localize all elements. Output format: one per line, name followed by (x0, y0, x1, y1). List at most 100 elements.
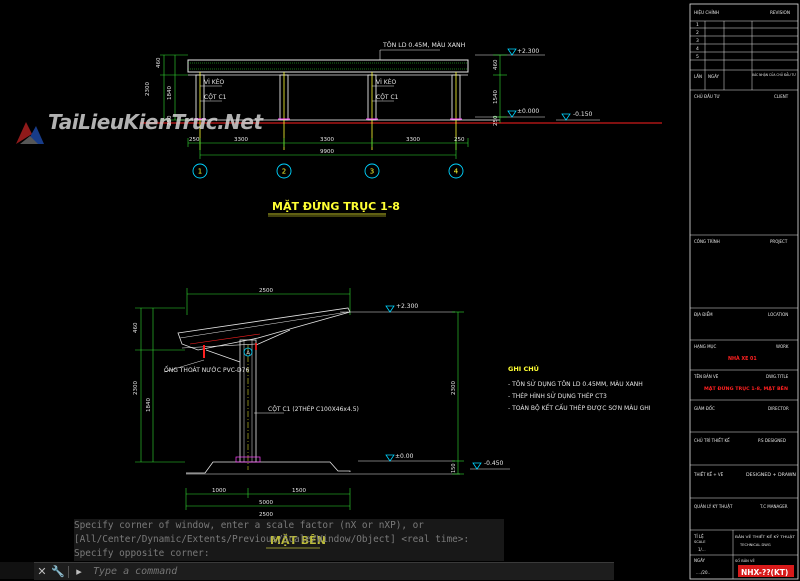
ground-profile (186, 461, 351, 474)
tb-sheet-code: NHX-??(KT) (741, 568, 788, 577)
tb-sheet-code-bg (738, 565, 794, 577)
close-icon[interactable]: ✕ (37, 565, 47, 578)
svg-text:-0.450: -0.450 (484, 460, 504, 467)
dim-460-right: 460 (493, 59, 499, 70)
command-bar-left-edge (0, 562, 34, 579)
tb-owner: CHỦ ĐẦU TƯ (694, 94, 720, 99)
drain-pipe-label: ỐNG THOÁT NƯỚC PVC-D76 (164, 366, 249, 374)
svg-text:+2.300: +2.300 (396, 303, 418, 310)
tb-date-value: ..../20.. (696, 570, 710, 575)
dim-250-start: 250 (189, 137, 200, 143)
tb-lan: LẦN (694, 74, 702, 79)
tb-rev-5: 5 (696, 54, 699, 60)
axis-bubble-2: 2 (276, 163, 292, 179)
tb-header-left: HIỆU CHỈNH (694, 10, 719, 15)
svg-text:A: A (246, 351, 250, 357)
tb-location: ĐỊA ĐIỂM (694, 312, 713, 317)
notes-title: GHI CHÚ (508, 364, 539, 373)
dim-1840-left: 1840 (167, 86, 173, 100)
elevation-title: MẶT ĐỨNG TRỤC 1-8 (272, 199, 400, 213)
general-notes: GHI CHÚ - TÔN SỬ DỤNG TÔN LD 0.45MM, MÀU… (508, 364, 651, 412)
svg-text:+2.300: +2.300 (517, 48, 539, 55)
roof-note: TÔN LD 0.45M, MÀU XANH (382, 40, 466, 49)
tb-tech: BẢN VẼ THIẾT KẾ KỸ THUẬT (735, 533, 796, 539)
command-input[interactable] (91, 565, 614, 578)
tb-tech-en: TECHNICAL DWG (739, 543, 771, 547)
side-dim-2300-right: 2300 (451, 381, 457, 395)
dim-1540-right: 1540 (493, 90, 499, 104)
tb-item-value: NHÀ XE 01 (728, 355, 757, 362)
tb-drawn-en: DESIGNED + DRAWN (746, 472, 796, 477)
side-column (205, 329, 291, 470)
command-line: ✕ 🔧 ▸ (34, 562, 614, 580)
side-level-ground: -0.450 (470, 460, 510, 470)
dim-9900: 9900 (320, 149, 334, 155)
tb-rev-3: 3 (696, 38, 699, 44)
tb-item-en: WORK (776, 344, 789, 349)
customize-wrench-icon[interactable]: 🔧 (51, 565, 65, 578)
truss-label-2: VÌ KÈO (376, 78, 397, 86)
recent-commands-icon[interactable]: ▸ (76, 565, 82, 578)
svg-text:2: 2 (282, 168, 286, 176)
tb-drawing-value: MẶT ĐỨNG TRỤC 1-8, MẶT BÊN (704, 386, 789, 391)
side-dim-2500-top: 2500 (259, 288, 273, 294)
tb-ngay: NGÀY (708, 74, 720, 79)
level-marker-top: +2.300 (475, 48, 545, 56)
side-level-top: +2.300 (340, 303, 455, 313)
watermark-logo-icon (16, 122, 44, 144)
note-line-3: - TOÀN BỘ KẾT CẤU THÉP ĐƯỢC SƠN MÀU GHI (508, 404, 651, 412)
axis-bubble-4: 4 (448, 163, 464, 179)
side-roof (177, 307, 351, 351)
side-title: MẶT BÊN (270, 533, 326, 547)
svg-text:1: 1 (198, 168, 202, 176)
tb-project-en: PROJECT (770, 239, 788, 244)
tb-location-en: LOCATION (768, 312, 788, 317)
tb-drawing: TÊN BẢN VẼ (693, 374, 719, 379)
column-label-2: CỘT C1 (376, 94, 399, 101)
tb-director: GIÁM ĐỐC (694, 406, 715, 411)
watermark-text: TaiLieuKienTruc.Net (48, 110, 263, 134)
note-line-2: - THÉP HÌNH SỬ DỤNG THÉP CT3 (508, 392, 607, 400)
roof-sheet (187, 59, 469, 73)
command-history-line: Specify opposite corner: (74, 547, 504, 561)
command-history: Specify corner of window, enter a scale … (74, 519, 504, 561)
axis-bubble-1: 1 (192, 163, 208, 179)
tb-scale-value: 1/... (698, 547, 706, 552)
dim-250-end: 250 (454, 137, 465, 143)
tb-scale-en: SCALE (694, 540, 706, 544)
tb-rev-2: 2 (696, 30, 699, 36)
svg-text:-0.150: -0.150 (573, 111, 593, 118)
title-block: HIỆU CHỈNH REVISION 1 2 3 4 5 LẦN NGÀY X… (689, 3, 799, 580)
tb-manager: QUẢN LÝ KỸ THUẬT (694, 504, 733, 509)
side-dim-1500: 1500 (292, 488, 306, 494)
side-level-zero: ±0.00 (358, 453, 455, 462)
side-axis-bubble-a: A (243, 347, 253, 357)
tb-designer-en: P.S DESIGNED (758, 438, 786, 443)
axis-bubble-3: 3 (364, 163, 380, 179)
dim-460-left: 460 (156, 57, 162, 68)
dim-3300-b: 3300 (320, 137, 334, 143)
tb-rev-4: 4 (696, 46, 699, 52)
dim-2300-left: 2300 (145, 82, 151, 96)
truss-label-1: VÌ KÈO (204, 78, 225, 86)
tb-designer: CHỦ TRÌ THIẾT KẾ (694, 437, 730, 443)
side-dim-5000: 5000 (259, 500, 273, 506)
command-history-line: [All/Center/Dynamic/Extents/Previous/Sca… (74, 533, 504, 547)
dim-3300-a: 3300 (234, 137, 248, 143)
tb-item: HẠNG MỤC (694, 344, 716, 349)
tb-owner-en: CLIENT (774, 94, 789, 99)
command-bar-divider (68, 565, 69, 578)
dim-250-right: 250 (493, 115, 499, 126)
tb-sheet-label: SỐ BẢN VẼ (735, 558, 755, 563)
dim-250-left: 250 (167, 115, 173, 126)
elevation-view: TÔN LD 0.45M, MÀU XANH VÌ KÈO CỘT C1 VÌ … (140, 40, 662, 217)
tb-project: CÔNG TRÌNH (694, 239, 720, 244)
tb-drawing-en: DWG.TITLE (766, 374, 789, 379)
level-marker-zero: ±0.000 (475, 108, 545, 118)
tb-date-footer: NGÀY (694, 558, 706, 563)
tb-director-en: DIRECTOR (768, 406, 789, 411)
tb-header-right: REVISION (770, 10, 790, 15)
command-history-line: Specify corner of window, enter a scale … (74, 519, 504, 533)
svg-text:3: 3 (370, 168, 374, 176)
